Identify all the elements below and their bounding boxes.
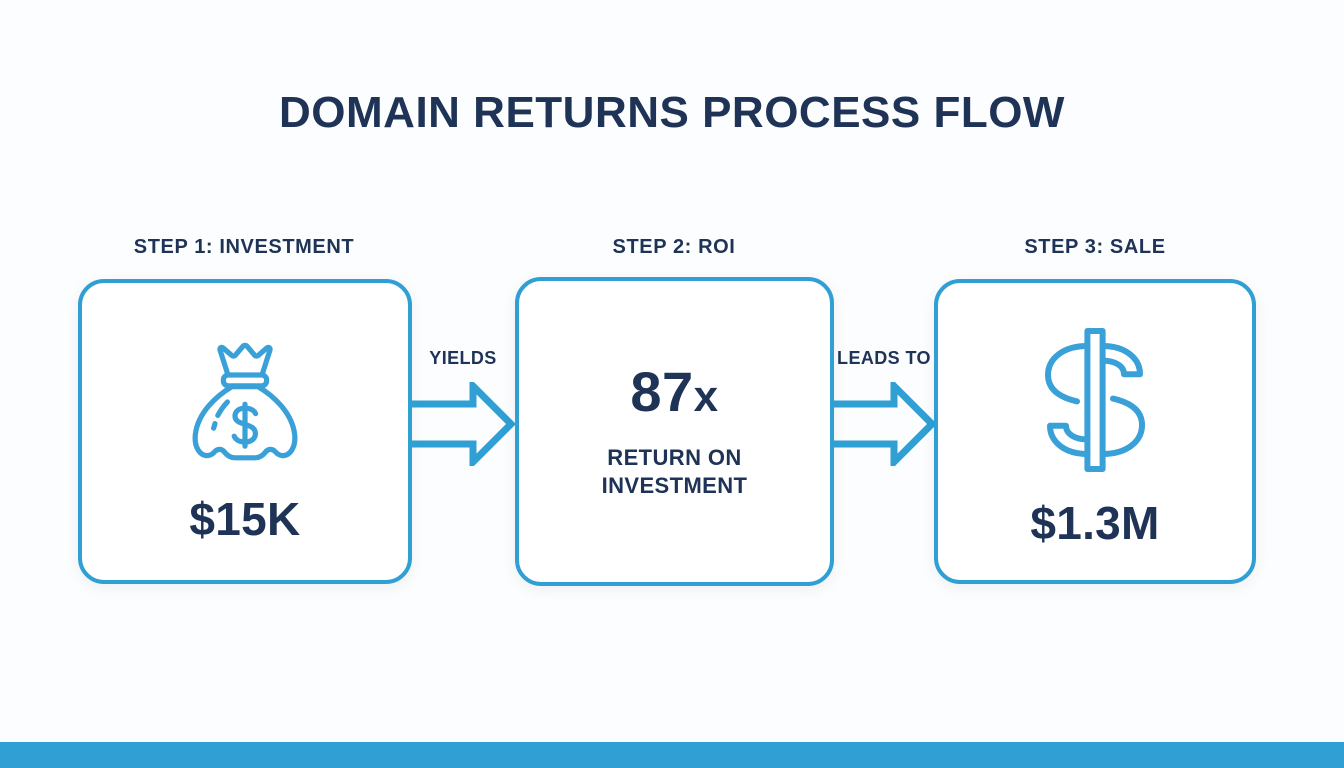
step-card-2[interactable]: 87x RETURN ON INVESTMENT xyxy=(515,277,834,586)
step-metric-unit-2: x xyxy=(693,372,719,421)
connector-2: LEADS TO xyxy=(830,348,937,471)
step-metric-2: 87x xyxy=(630,364,718,420)
money-bag-icon xyxy=(187,341,303,474)
footer-bar xyxy=(0,742,1344,768)
connector-label-2: LEADS TO xyxy=(837,348,931,368)
step-metric-value-2: 87 xyxy=(630,360,694,423)
step-label-1: STEP 1: INVESTMENT xyxy=(133,236,355,258)
page-title: DOMAIN RETURNS PROCESS FLOW xyxy=(279,88,1065,137)
step-card-3[interactable]: $1.3M xyxy=(934,279,1256,584)
step-caption-2: RETURN ON INVESTMENT xyxy=(601,445,748,498)
dollar-sign-icon xyxy=(1035,327,1155,478)
step-value-3: $1.3M xyxy=(1030,497,1160,549)
step-card-1[interactable]: $15K xyxy=(78,279,412,584)
connector-1: YIELDS xyxy=(409,348,516,471)
arrow-right-icon xyxy=(830,377,937,471)
step-label-2: STEP 2: ROI xyxy=(612,236,736,258)
connector-label-1: YIELDS xyxy=(429,348,497,368)
arrow-right-icon xyxy=(409,377,516,471)
step-value-1: $15K xyxy=(189,493,301,545)
step-label-3: STEP 3: SALE xyxy=(1024,236,1166,258)
